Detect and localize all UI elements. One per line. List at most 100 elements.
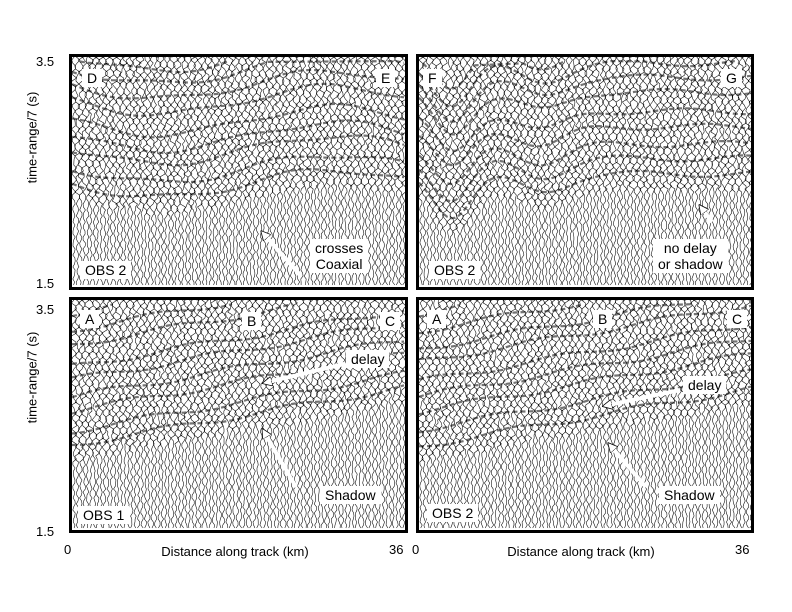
- x-tick-left-36: 36: [389, 542, 404, 557]
- wiggle-trace: [424, 57, 431, 286]
- wiggle-trace: [274, 57, 281, 286]
- wiggle-trace: [271, 300, 278, 529]
- wiggle-trace: [642, 300, 649, 529]
- wiggle-trace: [601, 57, 608, 286]
- wiggle-trace: [482, 57, 489, 286]
- wiggle-trace: [132, 300, 139, 529]
- wiggle-trace: [737, 300, 744, 529]
- wiggle-trace: [513, 57, 520, 286]
- marker-d: D: [82, 69, 103, 87]
- wiggle-trace: [88, 300, 94, 529]
- wiggle-trace: [639, 300, 646, 529]
- wiggle-trace: [397, 57, 404, 286]
- marker-f: F: [423, 69, 442, 87]
- wiggle-trace: [240, 300, 248, 529]
- marker-c: C: [727, 310, 748, 328]
- wiggle-trace: [305, 300, 312, 529]
- wiggle-trace: [149, 300, 156, 529]
- reflection-band: [419, 59, 736, 108]
- wiggle-trace: [622, 300, 628, 529]
- wiggle-trace: [628, 57, 635, 286]
- wiggle-trace: [159, 57, 166, 286]
- reflection-band: [72, 155, 405, 184]
- wiggle-trace: [523, 300, 530, 529]
- wiggle-trace: [516, 57, 523, 286]
- wiggle-trace: [455, 300, 462, 529]
- wiggle-trace: [84, 300, 91, 529]
- wiggle-trace: [295, 300, 302, 529]
- wiggle-trace: [247, 300, 254, 529]
- wiggle-trace: [81, 300, 88, 529]
- wiggle-trace: [472, 300, 479, 529]
- reflection-band: [419, 303, 584, 335]
- wiggle-trace: [135, 57, 142, 286]
- wiggle-trace: [649, 300, 656, 529]
- marker-a: A: [80, 310, 100, 328]
- panel-bottom-right-obs2-abc: A B C delay Shadow OBS 2: [416, 297, 754, 533]
- station-label-obs2: OBS 2: [427, 504, 479, 522]
- wiggle-trace: [373, 57, 380, 286]
- wiggle-trace: [237, 300, 244, 529]
- reflection-band: [72, 119, 405, 155]
- wiggle-trace: [162, 57, 169, 286]
- wiggle-trace: [104, 57, 111, 286]
- wiggle-trace: [217, 300, 224, 529]
- wiggle-trace: [98, 300, 105, 529]
- wiggle-trace: [744, 300, 751, 529]
- reflection-band: [419, 87, 751, 136]
- wiggle-trace: [172, 300, 180, 529]
- wiggle-trace: [244, 300, 251, 529]
- y-axis-title-bottom: time-range/7 (s): [24, 331, 40, 424]
- wiggle-trace: [509, 300, 516, 529]
- wiggle-trace: [145, 57, 152, 286]
- wiggle-trace: [441, 57, 448, 286]
- wiggle-trace: [84, 57, 91, 286]
- wiggle-trace: [258, 300, 264, 529]
- reflection-band: [419, 140, 751, 186]
- reflection-band: [419, 385, 751, 448]
- station-label-obs1: OBS 1: [78, 506, 130, 524]
- wiggle-trace: [121, 57, 129, 286]
- seismic-wiggle-traces: [419, 57, 751, 286]
- wiggle-trace: [547, 300, 554, 529]
- wiggle-trace: [740, 300, 748, 529]
- wiggle-trace: [748, 300, 751, 529]
- y-tick-bottom-3.5: 3.5: [36, 302, 55, 317]
- wiggle-trace: [281, 300, 288, 529]
- wiggle-trace: [77, 300, 84, 529]
- marker-b: B: [242, 312, 262, 330]
- wiggle-trace: [611, 300, 618, 529]
- wiggle-trace: [727, 57, 734, 286]
- wiggle-trace: [74, 57, 81, 286]
- wiggle-trace: [206, 57, 214, 286]
- wiggle-trace: [380, 57, 387, 286]
- reflection-band: [72, 59, 405, 84]
- wiggle-trace: [183, 57, 190, 286]
- wiggle-trace: [275, 300, 281, 529]
- annotation-shadow: Shadow: [659, 486, 720, 504]
- wiggle-trace: [302, 57, 309, 286]
- wiggle-trace: [179, 57, 186, 286]
- wiggle-trace: [227, 57, 234, 286]
- wiggle-trace: [737, 57, 744, 286]
- reflection-band: [72, 102, 405, 139]
- wiggle-trace: [564, 300, 571, 529]
- wiggle-trace: [734, 300, 741, 529]
- wiggle-trace: [394, 57, 401, 286]
- x-tick-right-0: 0: [412, 542, 420, 557]
- reflection-band: [72, 167, 405, 198]
- reflection-band: [72, 134, 405, 167]
- wiggle-trace: [108, 300, 115, 529]
- reflection-band: [419, 107, 751, 153]
- annotation-delay: delay: [683, 376, 727, 394]
- wiggle-trace: [499, 57, 506, 286]
- wiggle-trace: [132, 57, 139, 286]
- wiggle-trace: [118, 300, 125, 529]
- wiggle-trace: [101, 300, 108, 529]
- wiggle-trace: [435, 57, 442, 286]
- wiggle-trace: [169, 57, 176, 286]
- wiggle-trace: [230, 300, 237, 529]
- wiggle-trace: [502, 300, 510, 529]
- wiggle-trace: [475, 300, 482, 529]
- wiggle-trace: [419, 57, 424, 286]
